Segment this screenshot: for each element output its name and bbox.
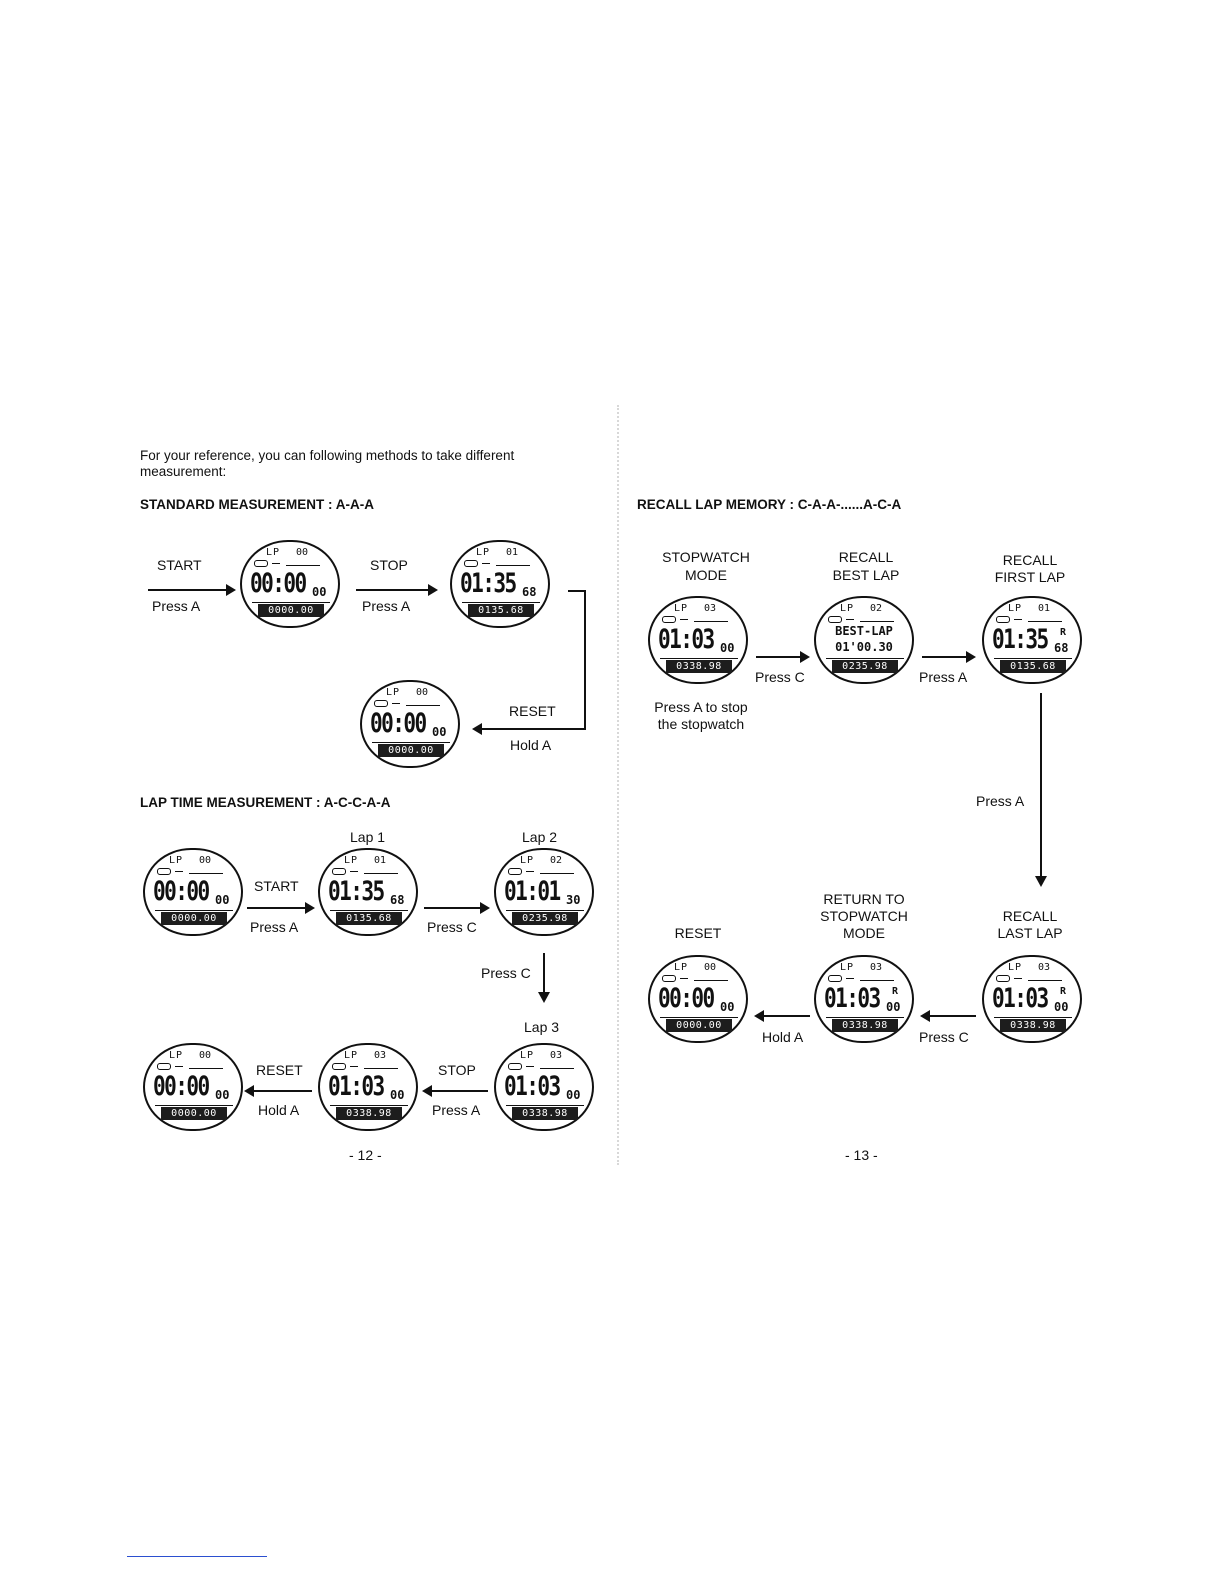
label-lap1: Lap 1 [350,829,386,845]
label-press-c: Press C [919,1029,969,1045]
label-press-a-to-stop: the stopwatch [657,716,745,732]
heading-recall-lap-memory: RECALL LAP MEMORY : C-A-A-......A-C-A [637,497,902,512]
intro-text: For your reference, you can following me… [140,448,515,479]
label-reset: RESET [674,925,722,941]
label-recall-first-lap: FIRST LAP [994,569,1066,585]
label-hold-a: Hold A [258,1102,300,1118]
label-press-c: Press C [427,919,477,935]
arrow-right [247,902,315,914]
label-press-a: Press A [362,598,411,614]
label-press-a: Press A [976,793,1025,809]
label-reset: RESET [509,703,556,719]
label-recall-last-lap: RECALL [1002,908,1058,924]
page-number-right: - 13 - [845,1147,878,1163]
label-press-a: Press A [432,1102,481,1118]
label-hold-a: Hold A [762,1029,804,1045]
label-press-a: Press A [919,669,968,685]
heading-lap-time-measurement: LAP TIME MEASUREMENT : A-C-C-A-A [140,795,391,810]
label-stopwatch-mode: STOPWATCH [662,549,750,565]
label-press-c: Press C [481,965,531,981]
page-divider [617,405,619,1165]
label-lap2: Lap 2 [522,829,558,845]
label-return-to-stopwatch-mode: MODE [843,925,885,941]
label-press-c: Press C [755,669,805,685]
arrow-left [472,723,586,735]
page-number-left: - 12 - [349,1147,382,1163]
label-stopwatch-mode: MODE [685,567,727,583]
arrow-left [920,1010,976,1022]
label-stop: STOP [370,557,408,573]
arrow-left [244,1085,312,1097]
arrow-right [756,651,810,663]
label-hold-a: Hold A [510,737,552,753]
label-press-a: Press A [152,598,201,614]
label-recall-last-lap: LAST LAP [997,925,1063,941]
label-return-to-stopwatch-mode: RETURN TO [823,891,905,907]
label-recall-best-lap: BEST LAP [832,567,900,583]
arrow-down [1035,693,1047,887]
arrow-down [538,953,550,1003]
arrow-left [422,1085,488,1097]
label-press-a: Press A [250,919,299,935]
label-press-a-to-stop: Press A to stop [654,699,748,715]
arrow-left [754,1010,810,1022]
label-recall-first-lap: RECALL [1002,552,1058,568]
label-reset: RESET [256,1062,303,1078]
label-return-to-stopwatch-mode: STOPWATCH [820,908,908,924]
arrow-right [356,584,438,596]
footer-link-underline [127,1556,267,1557]
connector-line [584,590,586,730]
label-stop: STOP [438,1062,476,1078]
arrow-right [424,902,490,914]
heading-standard-measurement: STANDARD MEASUREMENT : A-A-A [140,497,374,512]
label-lap3: Lap 3 [524,1019,560,1035]
label-start: START [254,878,299,894]
connector-line [568,590,586,592]
arrow-right [148,584,236,596]
arrow-right [922,651,976,663]
label-start: START [157,557,202,573]
label-recall-best-lap: RECALL [838,549,894,565]
